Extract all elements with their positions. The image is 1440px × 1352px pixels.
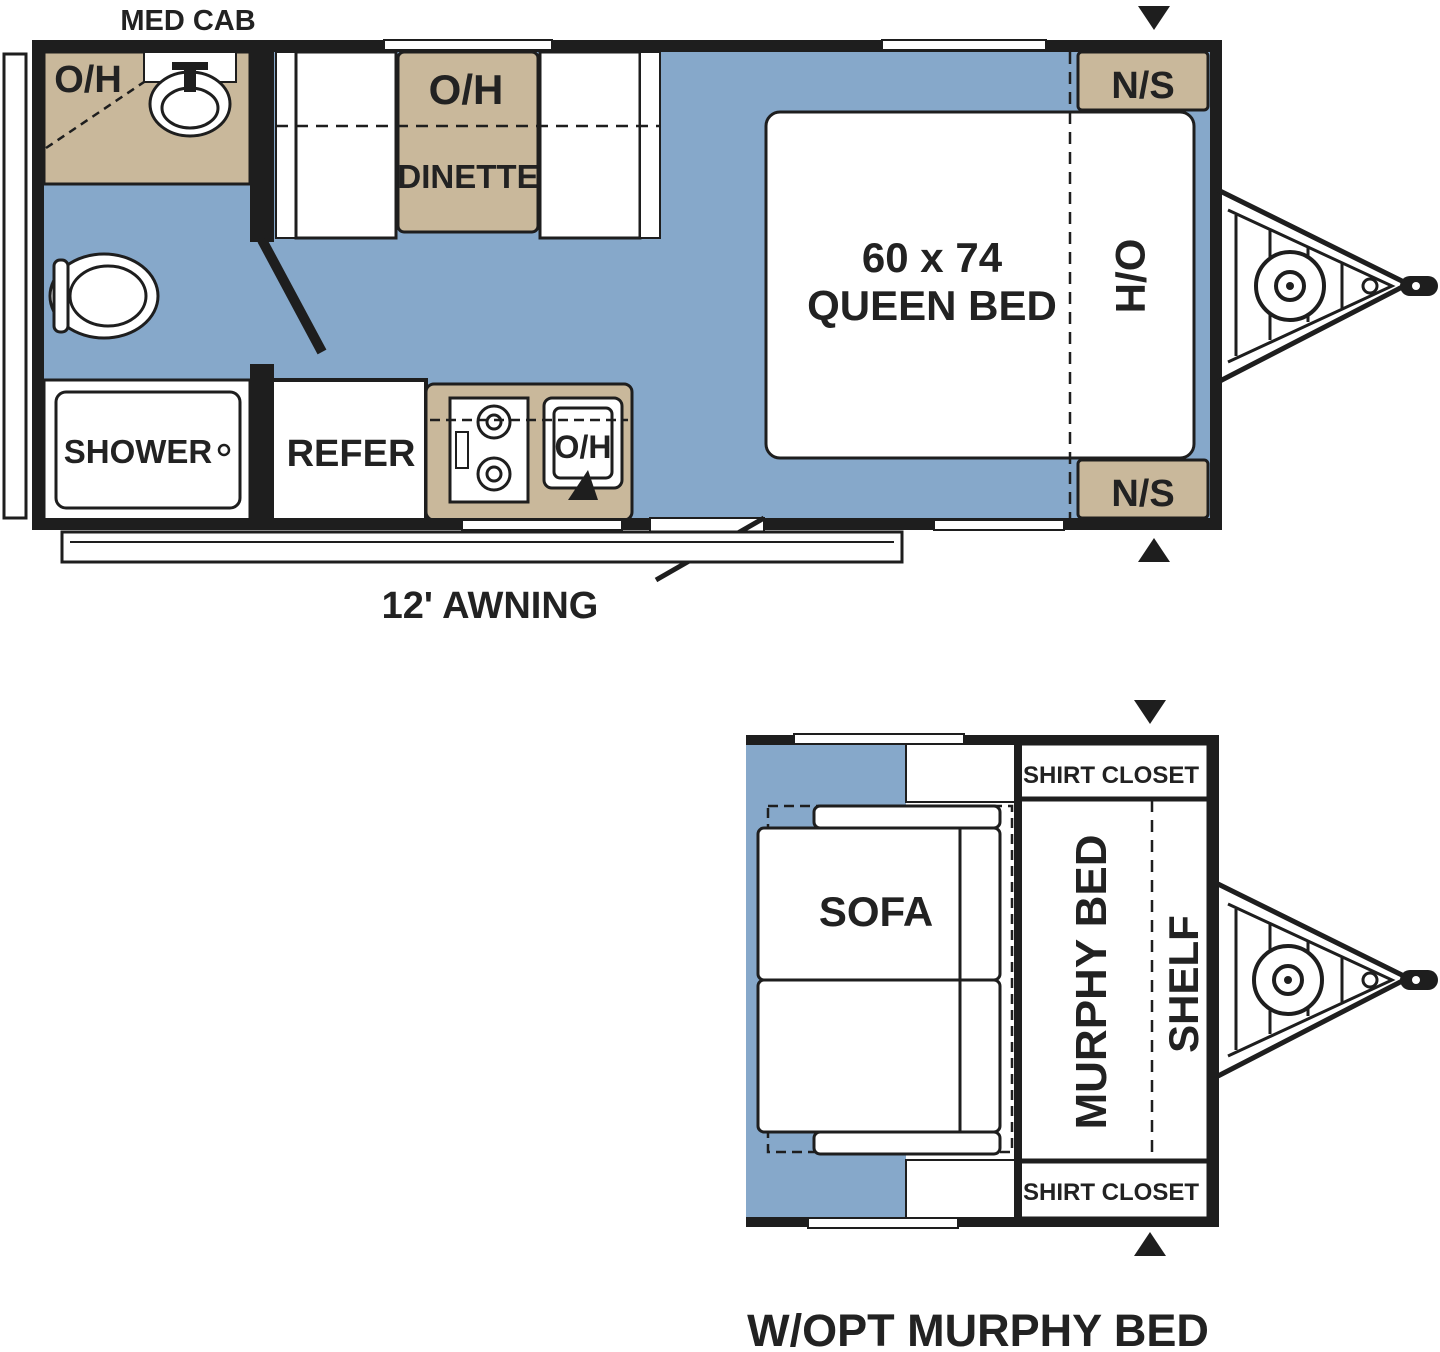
- stove-icon: [448, 396, 530, 504]
- sink-icon: [143, 51, 237, 138]
- dinette-oh-label: O/H: [429, 66, 504, 113]
- bed-size-label: 60 x 74: [862, 234, 1003, 281]
- murphy-caption: W/OPT MURPHY BED: [747, 1305, 1209, 1352]
- hitch-icon: [1216, 881, 1438, 1079]
- bath-oh-label: O/H: [54, 59, 122, 101]
- section-arrow-icon: [1138, 6, 1170, 30]
- shirt-closet-bottom-label: SHIRT CLOSET: [1023, 1179, 1199, 1206]
- bed-oh-label: O/H: [1107, 239, 1154, 314]
- nightstand-top-label: N/S: [1111, 65, 1174, 107]
- toilet-icon: [48, 252, 160, 340]
- murphy-floorplan: SHIRT CLOSET SHIRT CLOSET SOFA MURPHY BE…: [746, 700, 1438, 1352]
- rear-bumper: [2, 52, 28, 520]
- shirt-closet-bottom: [1016, 1160, 1210, 1220]
- sofa-label: SOFA: [819, 888, 933, 935]
- murphy-outer-wall: [746, 735, 1219, 1227]
- section-arrow-icon: [1138, 538, 1170, 562]
- refer-label: REFER: [287, 433, 416, 475]
- shelf-label: SHELF: [1160, 915, 1207, 1053]
- section-arrow-icon: [1134, 1232, 1166, 1256]
- shower-drain: [217, 443, 231, 457]
- shower-label: SHOWER: [64, 433, 213, 470]
- awning-label: 12' AWNING: [382, 585, 599, 627]
- dinette-area: [275, 50, 661, 240]
- main-floorplan: MED CAB O/H O/H DINETTE 60 x 74 QUEEN BE…: [2, 5, 1438, 627]
- med-cab-label: MED CAB: [120, 5, 255, 37]
- section-arrow-icon: [1134, 700, 1166, 724]
- shirt-closet-top: [1016, 742, 1210, 800]
- queen-bed: [764, 110, 1196, 460]
- bed-name-label: QUEEN BED: [807, 282, 1057, 329]
- dinette-label: DINETTE: [397, 158, 538, 195]
- nightstand-bottom-label: N/S: [1111, 473, 1174, 515]
- awning: [60, 530, 904, 564]
- galley-oh-label: O/H: [555, 429, 612, 465]
- main-outer-wall: [32, 40, 1222, 530]
- shirt-closet-top-label: SHIRT CLOSET: [1023, 762, 1199, 789]
- sofa: [756, 804, 1014, 1156]
- hitch-icon: [1216, 187, 1438, 385]
- murphy-bed-label: MURPHY BED: [1067, 834, 1116, 1129]
